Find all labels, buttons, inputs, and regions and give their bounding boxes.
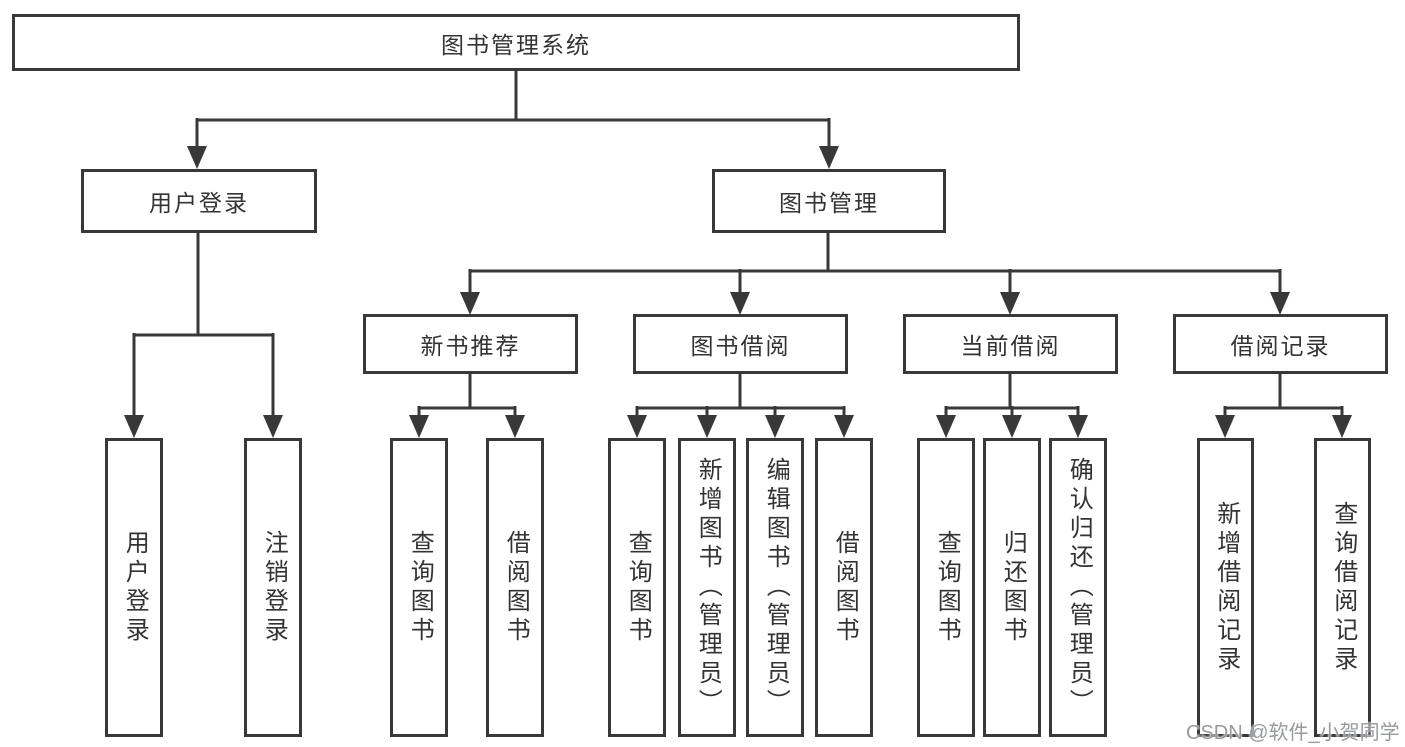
leaf-borrow-books-borrow: 借阅图书 (815, 438, 873, 737)
node-book-management: 图书管理 (712, 169, 946, 233)
leaf-query-borrow-record: 查询借阅记录 (1314, 438, 1371, 737)
node-new-book-recommendation: 新书推荐 (363, 314, 578, 374)
node-book-borrowing: 图书借阅 (633, 314, 848, 374)
leaf-logout: 注销登录 (244, 438, 302, 737)
node-label: 确认归还（管理员） (1065, 457, 1093, 718)
node-label: 图书管理系统 (441, 31, 591, 58)
leaf-confirm-return-admin: 确认归还（管理员） (1049, 438, 1107, 737)
watermark: CSDN @软件_小贺同学 (1186, 722, 1400, 744)
leaf-add-book-admin: 新增图书（管理员） (678, 438, 736, 737)
node-label: 新增图书（管理员） (694, 457, 722, 718)
node-label: 归还图书 (999, 529, 1027, 646)
leaf-borrow-books-recommend: 借阅图书 (486, 438, 544, 737)
node-label: 新增借阅记录 (1212, 500, 1240, 675)
node-label: 借阅图书 (502, 529, 530, 646)
node-label: 借阅图书 (831, 529, 859, 646)
node-label: 查询图书 (624, 529, 652, 646)
node-label: 新书推荐 (420, 333, 521, 359)
leaf-return-books: 归还图书 (983, 438, 1041, 737)
node-label: 借阅记录 (1230, 333, 1331, 359)
node-label: 查询图书 (406, 529, 434, 646)
node-label: 图书借阅 (690, 333, 791, 359)
node-label: 编辑图书（管理员） (762, 457, 790, 718)
node-label: 图书管理 (779, 190, 879, 216)
node-library-system: 图书管理系统 (12, 14, 1020, 71)
node-label: 当前借阅 (960, 333, 1061, 359)
arrowheads (124, 146, 1352, 438)
leaf-edit-book-admin: 编辑图书（管理员） (746, 438, 804, 737)
leaf-query-books-current: 查询图书 (917, 438, 975, 737)
node-label: 注销登录 (260, 529, 288, 646)
leaf-query-books-recommend: 查询图书 (390, 438, 448, 737)
node-label: 用户登录 (149, 190, 249, 216)
node-label: 查询借阅记录 (1329, 500, 1357, 675)
leaf-user-login: 用户登录 (105, 438, 163, 737)
leaf-query-books-borrow: 查询图书 (608, 438, 666, 737)
node-current-borrowing: 当前借阅 (903, 314, 1118, 374)
node-label: 查询图书 (933, 529, 961, 646)
node-borrowing-records: 借阅记录 (1173, 314, 1388, 374)
leaf-add-borrow-record: 新增借阅记录 (1197, 438, 1254, 737)
node-label: 用户登录 (121, 529, 149, 646)
node-user-login: 用户登录 (81, 169, 317, 233)
